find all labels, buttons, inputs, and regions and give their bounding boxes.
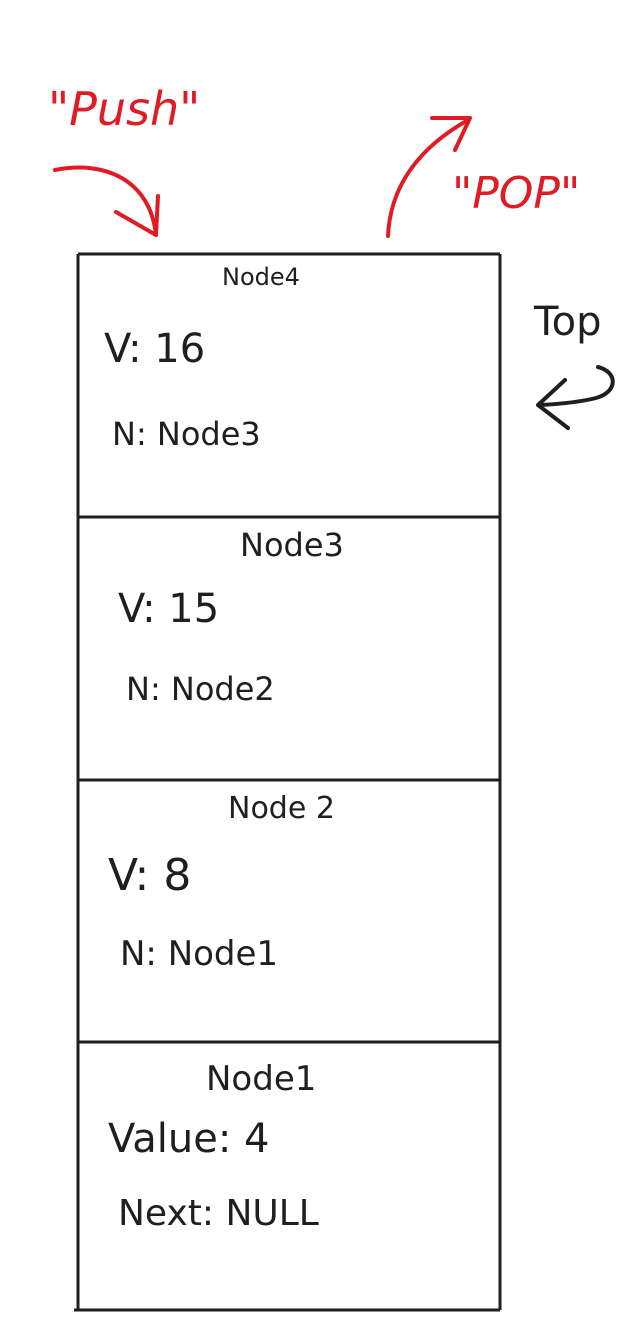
- stack-node: Node1 Value: 4 Next: NULL: [108, 1059, 319, 1234]
- top-label: Top: [533, 299, 602, 345]
- node-value: V: 15: [118, 586, 219, 632]
- pop-label: "POP": [452, 168, 580, 219]
- node-title: Node3: [240, 526, 344, 564]
- push-label: "Push": [48, 82, 200, 136]
- push-arrowhead: [114, 194, 160, 237]
- stack-node: Node3 V: 15 N: Node2: [118, 526, 344, 708]
- stack-node: Node4 V: 16 N: Node3: [104, 263, 300, 453]
- stack-node: Node 2 V: 8 N: Node1: [108, 791, 335, 974]
- node-value: V: 8: [108, 850, 191, 901]
- top-arrowhead: [536, 378, 570, 430]
- node-title: Node 2: [228, 791, 335, 826]
- node-next: Next: NULL: [118, 1193, 319, 1234]
- node-next: N: Node2: [126, 670, 275, 708]
- pop-arrow-curve: [386, 118, 470, 238]
- node-title: Node4: [222, 263, 300, 291]
- pop-arrowhead: [430, 116, 472, 152]
- top-arrow-curve: [538, 365, 615, 407]
- node-title: Node1: [206, 1059, 316, 1099]
- node-next: N: Node3: [112, 415, 261, 453]
- node-next: N: Node1: [120, 934, 278, 974]
- stack-container: [74, 252, 502, 1312]
- push-arrow-curve: [53, 165, 158, 237]
- node-value: Value: 4: [108, 1116, 269, 1162]
- node-value: V: 16: [104, 326, 205, 372]
